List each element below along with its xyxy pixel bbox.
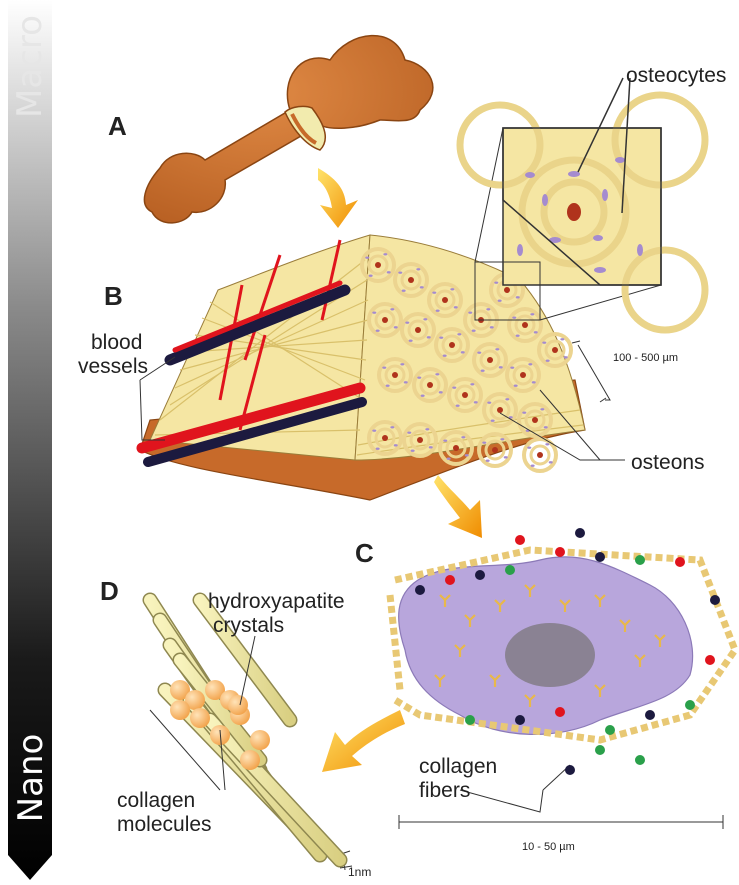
collagen-fibers-label-line1: collagen [419,756,497,778]
femur-bone [144,36,432,223]
cell-with-collagen-fibers [390,528,735,775]
panel-c-label: C [355,540,374,567]
nano-label: Nano [11,728,51,828]
osteons-label: osteons [631,452,705,474]
hydroxyapatite-label-line1: hydroxyapatite [208,591,345,613]
blood-vessels-label-line2: vessels [78,356,148,378]
panel-d-label: D [100,578,119,605]
blood-vessels-label-line1: blood [91,332,142,354]
collagen-molecules-label-line1: collagen [117,790,195,812]
osteon-size-label: 100 - 500 µm [613,353,678,365]
osteocytes-label: osteocytes [626,65,726,87]
molecule-size-label: 1nm [348,866,371,879]
hydroxyapatite-label-line2: crystals [213,615,284,637]
collagen-fibers-label-line2: fibers [419,780,470,802]
macro-label: Macro [10,30,50,118]
arrow-c-to-d [322,710,405,772]
panel-a-label: A [108,113,127,140]
panel-b-label: B [104,283,123,310]
arrow-a-to-b [318,168,358,228]
arrow-b-to-c [434,475,482,538]
cell-size-label: 10 - 50 µm [522,842,575,854]
collagen-molecules-label-line2: molecules [117,814,212,836]
